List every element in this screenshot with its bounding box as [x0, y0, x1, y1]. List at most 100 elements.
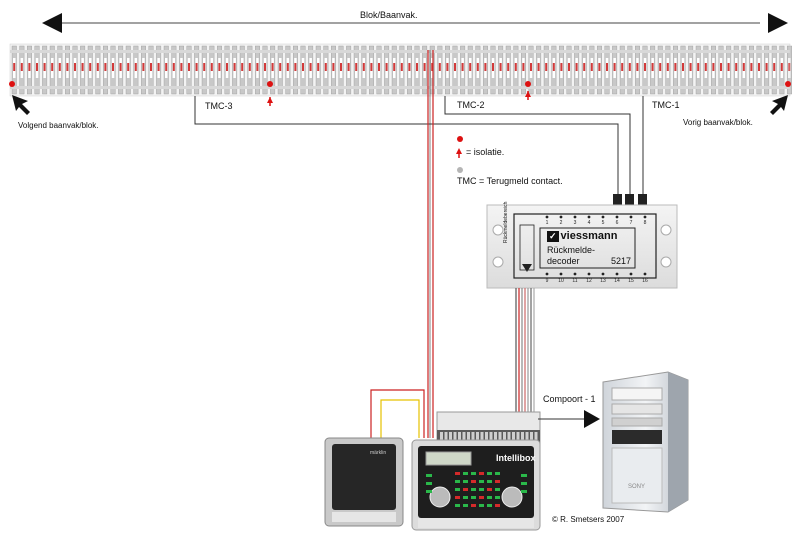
sleeper [764, 45, 770, 95]
next-block-label: Volgend baanvak/blok. [18, 121, 99, 130]
sleeper [612, 45, 618, 95]
legend-isolation: = isolatie. [466, 147, 505, 157]
sleeper [34, 45, 40, 95]
intellibox-key [455, 472, 460, 475]
sleeper [293, 45, 298, 95]
decoder-pin [643, 215, 647, 219]
intellibox-key [487, 480, 492, 483]
intellibox-key [495, 472, 500, 475]
intellibox-key [463, 472, 468, 475]
decoder-pin [643, 272, 647, 276]
sleeper [247, 45, 253, 95]
intellibox-key [479, 496, 484, 499]
decoder-pin [629, 272, 633, 276]
sleeper [604, 45, 610, 95]
decoder-pin-label: 16 [642, 278, 648, 284]
terminal [489, 432, 493, 440]
sleeper [95, 45, 101, 95]
decoder-pin [573, 272, 577, 276]
decoder-pin [559, 272, 563, 276]
sleeper [414, 45, 420, 95]
sleeper [642, 45, 648, 95]
tmc-wires [194, 96, 644, 196]
intellibox-key [479, 504, 484, 507]
sleeper [64, 45, 70, 95]
terminal [485, 432, 488, 440]
intellibox-key [479, 488, 484, 491]
sleeper [574, 45, 580, 95]
sleeper [232, 45, 238, 95]
decoder-pin [587, 272, 591, 276]
terminal [453, 432, 457, 440]
sleeper [186, 45, 192, 95]
sleeper [718, 45, 724, 95]
intellibox-key [487, 472, 492, 475]
sleeper [695, 45, 701, 95]
sleeper [741, 45, 747, 95]
sleeper [460, 45, 466, 95]
pc-brand: SONY [628, 484, 646, 490]
sleeper [323, 45, 329, 95]
sleeper [315, 45, 321, 95]
decoder-pin [629, 215, 633, 219]
decoder-pin-label: 3 [574, 220, 577, 226]
track [9, 43, 792, 97]
terminal [467, 432, 470, 440]
sleeper [627, 45, 633, 95]
prev-block-label: Vorig baanvak/blok. [683, 118, 753, 127]
sleeper [445, 45, 450, 95]
sleeper [308, 45, 314, 95]
terminal [498, 432, 502, 440]
decoder-pin-label: 13 [600, 278, 606, 284]
decoder-line1: Rückmelde- [547, 245, 596, 255]
sleeper [102, 45, 108, 95]
legend-tmc: TMC = Terugmeld contact. [457, 176, 563, 186]
decoder-side-text: Rückmeldebereich [503, 201, 509, 243]
terminal [449, 432, 452, 440]
sleeper [391, 45, 397, 95]
decoder-pin-label: 4 [588, 220, 591, 226]
terminal [480, 432, 484, 440]
sleeper [673, 45, 678, 95]
decoder-brand-text: viessmann [560, 230, 618, 242]
sleeper [521, 45, 526, 95]
sleeper [399, 45, 405, 95]
terminal [512, 432, 515, 440]
intellibox-key [463, 480, 468, 483]
intellibox-key [463, 496, 468, 499]
sleeper [42, 45, 48, 95]
sleeper [300, 45, 306, 95]
sleeper [483, 45, 488, 95]
sleeper [80, 45, 86, 95]
sleeper [597, 45, 602, 95]
sleeper [262, 45, 268, 95]
sleeper [331, 45, 336, 95]
sleeper [543, 45, 549, 95]
intellibox-key [471, 488, 476, 491]
terminal [458, 432, 461, 440]
sleepers [11, 45, 792, 95]
intellibox-key [426, 474, 432, 477]
intellibox-key [487, 496, 492, 499]
sleeper [216, 45, 222, 95]
sleeper [680, 45, 686, 95]
sleeper [338, 45, 344, 95]
tmc2-label: TMC-2 [457, 100, 485, 110]
decoder-pin-label: 7 [630, 220, 633, 226]
terminal [471, 432, 475, 440]
sleeper [224, 45, 230, 95]
pc-tower [602, 371, 689, 513]
decoder-pin [573, 215, 577, 219]
sleeper [498, 45, 504, 95]
com-port-arrow [538, 410, 600, 428]
sleeper [239, 45, 245, 95]
decoder-pin [545, 272, 549, 276]
sleeper [57, 45, 63, 95]
terminal [534, 432, 538, 440]
decoder-plugs [613, 194, 647, 206]
intellibox-key [471, 480, 476, 483]
sleeper [688, 45, 694, 95]
sleeper [49, 45, 55, 95]
sleeper [422, 45, 428, 95]
